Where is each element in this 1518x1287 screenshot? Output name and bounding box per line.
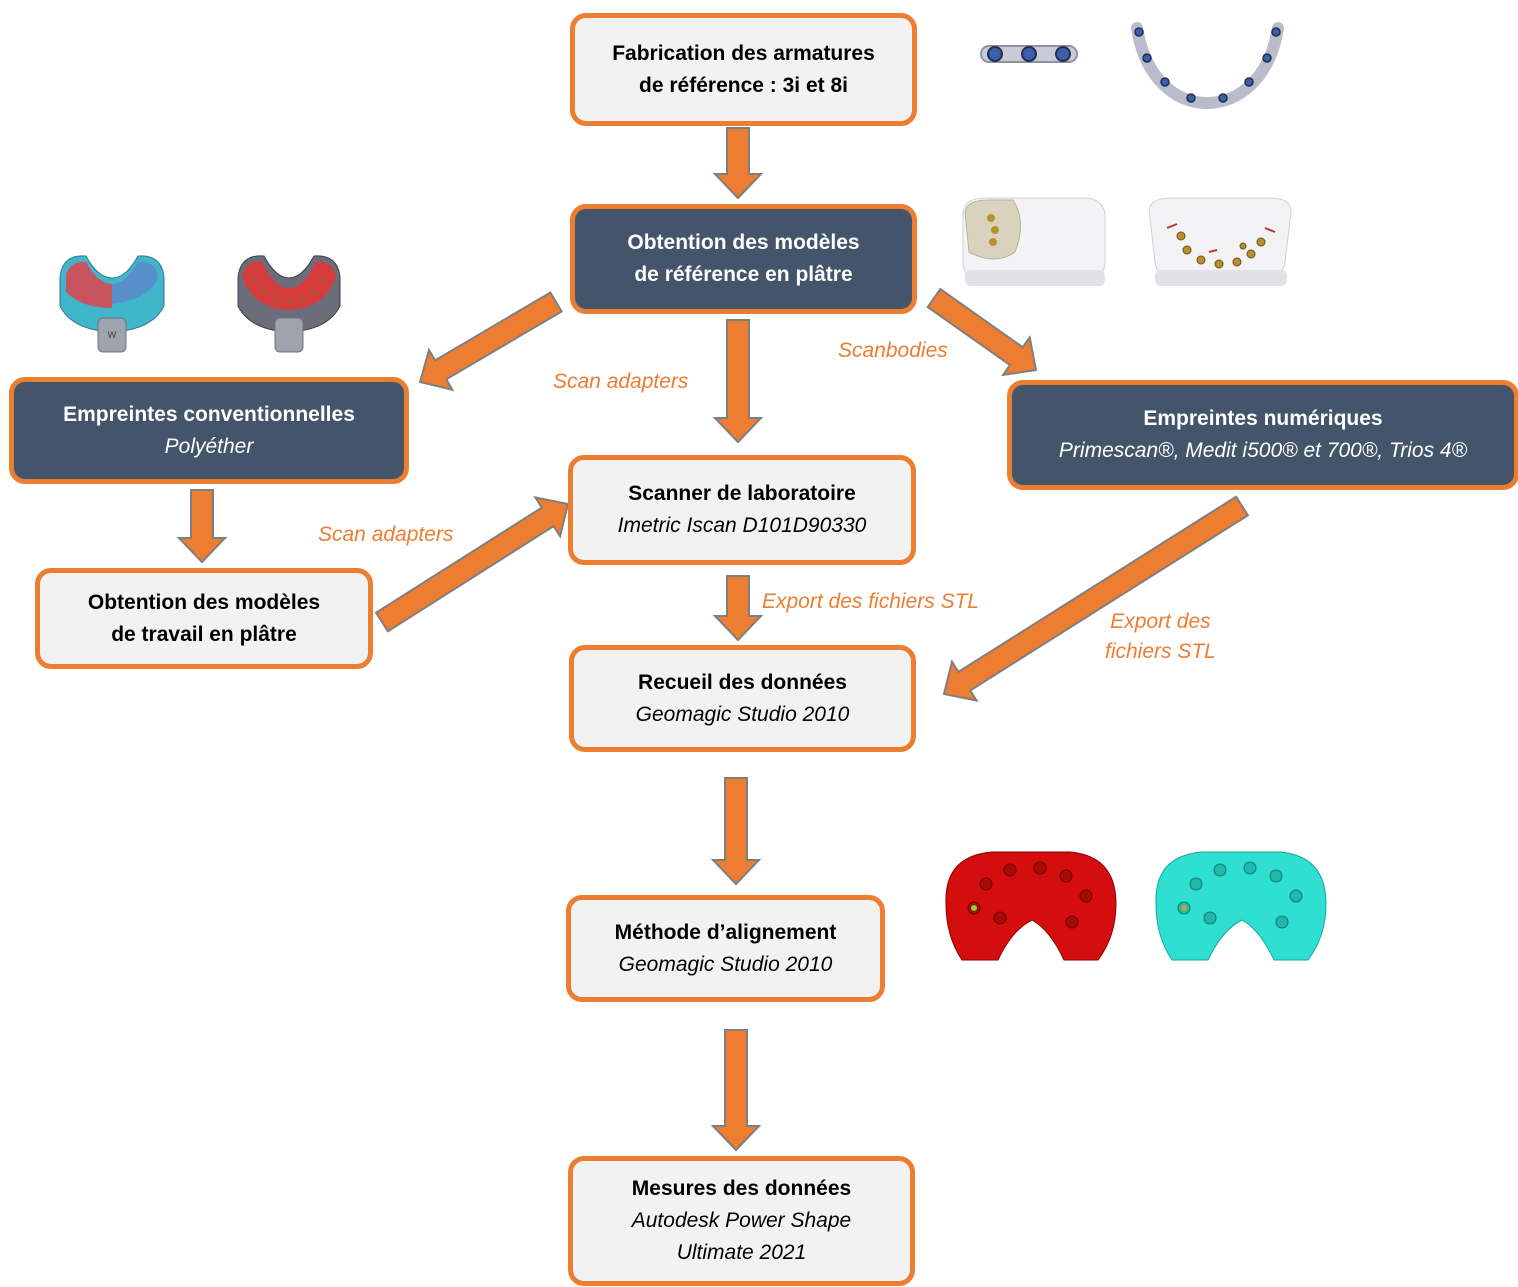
svg-text:W: W: [108, 331, 117, 341]
node-title: Méthode d’alignement: [614, 920, 837, 944]
node-title-line-1: Obtention des modèles: [627, 231, 860, 254]
edge-label-scanbodies: Scanbodies: [838, 339, 948, 362]
node-title-line-2: de référence : 3i et 8i: [639, 73, 848, 97]
node-subtitle: Geomagic Studio 2010: [635, 702, 850, 726]
node-obtention-modeles-reference: Obtention des modèles de référence en pl…: [570, 204, 917, 314]
node-subtitle: Primescan®, Medit i500® et 700®, Trios 4…: [1058, 439, 1468, 462]
arrow-digital-to-recueil: [942, 495, 1250, 703]
node-title: Recueil des données: [638, 670, 847, 694]
node-recueil-donnees: Recueil des données Geomagic Studio 2010: [569, 645, 916, 752]
arrow-reference-to-conventional: [418, 291, 563, 392]
framework-3i-image: [980, 45, 1078, 63]
node-mesures-donnees: Mesures des données Autodesk Power Shape…: [568, 1156, 915, 1286]
node-scanner-laboratoire: Scanner de laboratoire Imetric Iscan D10…: [568, 455, 916, 565]
arrow-reference-to-digital: [926, 287, 1038, 377]
node-title: Empreintes conventionnelles: [63, 402, 355, 426]
node-title-line-1: Obtention des modèles: [87, 590, 321, 614]
edge-label-export-stl-right: Export des fichiers STL: [1105, 607, 1216, 667]
node-methode-alignement: Méthode d’alignement Geomagic Studio 201…: [566, 895, 885, 1002]
edge-label-export-stl-center: Export des fichiers STL: [762, 590, 980, 613]
arrow-fabrication-to-reference: [712, 127, 764, 200]
framework-8i-image: [1131, 22, 1284, 110]
node-title: Scanner de laboratoire: [628, 482, 856, 505]
arrow-reference-to-scanner: [712, 319, 764, 444]
node-subtitle: Imetric Iscan D101D90330: [617, 514, 867, 537]
arrow-recueil-to-alignement: [710, 777, 762, 886]
aligned-model-cyan-image: [1155, 851, 1327, 961]
plaster-model-1-image: [962, 197, 1106, 286]
edge-label-scan-adapters-left: Scan adapters: [318, 523, 454, 546]
node-empreintes-conventionnelles: Empreintes conventionnelles Polyéther: [9, 377, 409, 484]
node-obtention-modeles-travail: Obtention des modèles de travail en plât…: [35, 568, 373, 669]
node-fabrication-armatures: Fabrication des armatures de référence :…: [570, 13, 917, 126]
aligned-model-red-image: [945, 851, 1117, 961]
edge-label-scan-adapters-center: Scan adapters: [553, 370, 689, 393]
node-subtitle: Geomagic Studio 2010: [618, 952, 833, 976]
node-title-line-2: de travail en plâtre: [111, 622, 297, 646]
node-title: Empreintes numériques: [1143, 407, 1383, 430]
node-empreintes-numeriques: Empreintes numériques Primescan®, Medit …: [1007, 380, 1518, 490]
edge-label-line-1: Export des: [1110, 610, 1211, 633]
impression-tray-1-image: W: [59, 255, 165, 353]
arrow-work-models-to-scanner: [374, 495, 570, 633]
node-title: Mesures des données: [631, 1177, 852, 1200]
plaster-model-2-image: [1148, 197, 1292, 286]
arrow-conventional-to-work-models: [176, 489, 228, 564]
node-title-line-1: Fabrication des armatures: [612, 41, 875, 65]
impression-tray-2-image: [237, 255, 341, 353]
node-subtitle-line-1: Autodesk Power Shape: [631, 1209, 852, 1232]
edge-label-line-2: fichiers STL: [1105, 640, 1216, 663]
node-subtitle: Polyéther: [164, 434, 254, 458]
arrow-scanner-to-recueil: [712, 575, 764, 642]
arrow-alignement-to-mesures: [710, 1029, 762, 1152]
node-subtitle-line-2: Ultimate 2021: [676, 1241, 807, 1264]
node-title-line-2: de référence en plâtre: [634, 263, 853, 286]
